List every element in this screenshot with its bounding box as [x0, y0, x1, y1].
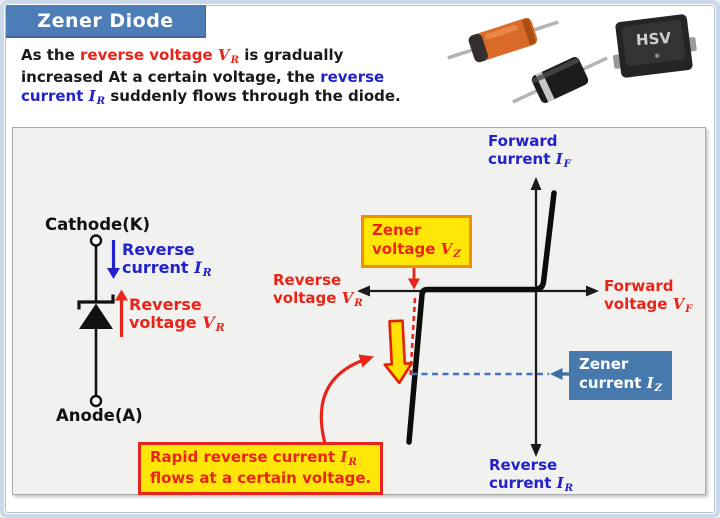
rapid-current-callout: Rapid reverse current IR flows at a cert…	[138, 442, 384, 495]
symbol-sub: R	[354, 296, 363, 309]
label-text: Reverse	[122, 240, 195, 259]
callout-text: Zener	[372, 221, 422, 239]
callout-text: current	[579, 374, 647, 392]
label-text: Forward	[604, 277, 674, 295]
label-text: current	[122, 258, 195, 277]
symbol-sub: Z	[654, 381, 663, 394]
symbol-vr: V	[217, 46, 230, 64]
reverse-current-arrow	[107, 240, 120, 279]
reverse-voltage-label: Reverse voltage VR	[129, 296, 225, 334]
symbol: V	[440, 240, 453, 258]
anode-label: Anode(A)	[56, 407, 143, 425]
intro-seg: increased At a certain voltage, the	[21, 67, 321, 86]
x-axis-left-arrowhead	[357, 285, 370, 297]
reverse-current-axis-label: Reverse current IR	[489, 456, 573, 494]
callout-text: flows at a certain voltage.	[150, 469, 372, 487]
zener-current-pointer-arrow	[550, 368, 570, 380]
zener-cathode-bar	[77, 294, 115, 310]
cathode-label: Cathode(K)	[45, 216, 150, 234]
breakdown-arrow	[383, 319, 414, 385]
symbol: I	[194, 258, 202, 277]
rapid-callout-arrow	[319, 354, 374, 445]
reverse-current-label: Reverse current IR	[122, 241, 212, 279]
intro-text: As the reverse voltage VR is gradually i…	[21, 46, 441, 109]
callout-text: Zener	[579, 355, 629, 373]
symbol: V	[672, 295, 685, 313]
intro-seg-reverse-voltage: reverse voltage	[80, 46, 218, 64]
x-axis-right-arrowhead	[586, 285, 599, 297]
symbol: I	[340, 448, 348, 466]
smd-marking-text: HSV	[635, 29, 672, 49]
zener-current-callout: Zener current IZ	[569, 351, 673, 400]
anode-terminal	[89, 394, 103, 408]
intro-seg: suddenly flows through the diode.	[105, 87, 401, 105]
reverse-voltage-arrow	[115, 289, 128, 337]
symbol-ir: I	[88, 87, 96, 105]
symbol-sub: R	[215, 320, 225, 334]
diode-triangle	[79, 303, 113, 329]
label-text: Reverse	[273, 271, 342, 289]
callout-text: voltage	[372, 240, 441, 258]
anode-text: Anode(A)	[56, 406, 143, 425]
y-axis-bottom-arrowhead	[530, 444, 542, 457]
intro-seg: is gradually	[239, 46, 344, 64]
intro-line-2: increased At a certain voltage, the reve…	[21, 68, 441, 88]
callout-text: Rapid reverse current	[150, 448, 341, 466]
intro-seg-current: current	[21, 87, 89, 105]
symbol: I	[555, 150, 563, 168]
forward-voltage-axis-label: Forward voltage VF	[604, 277, 693, 315]
intro-seg-reverse: reverse	[320, 67, 385, 86]
symbol: V	[341, 289, 354, 307]
diagram-art	[77, 177, 599, 457]
page-title: Zener Diode	[6, 5, 206, 38]
symbol-sub: R	[564, 481, 574, 494]
symbol: I	[556, 474, 564, 492]
intro-line-3: current IR suddenly flows through the di…	[21, 87, 441, 109]
orange-axial-diode-image	[447, 18, 559, 63]
symbol-sub: F	[563, 157, 571, 170]
zener-symbol	[77, 234, 115, 408]
cathode-terminal	[89, 234, 103, 247]
symbol-sub: F	[685, 302, 693, 315]
symbol: V	[202, 313, 215, 332]
diode-photos-art: HSV	[447, 14, 697, 104]
cathode-text: Cathode(K)	[45, 215, 151, 234]
symbol-sub: R	[202, 265, 212, 279]
zener-voltage-callout: Zener voltage VZ	[361, 215, 472, 268]
zener-voltage-pointer-arrow	[408, 267, 420, 290]
label-text: current	[489, 474, 557, 492]
label-text: Reverse	[129, 295, 202, 314]
y-axis-top-arrowhead	[530, 177, 542, 190]
label-text: Reverse	[489, 456, 558, 474]
intro-seg: As the	[21, 46, 81, 64]
diagram-panel: Cathode(K) Anode(A) Reverse current IR R…	[12, 127, 706, 495]
smd-diode-image: HSV	[613, 14, 697, 78]
forward-current-axis-label: Forward current IF	[488, 132, 571, 170]
label-text: voltage	[129, 313, 203, 332]
reverse-voltage-axis-label: Reverse voltage VR	[273, 271, 363, 309]
symbol-sub: R	[348, 455, 357, 468]
label-text: Forward	[488, 132, 558, 150]
symbol: I	[646, 374, 654, 392]
label-text: voltage	[604, 295, 673, 313]
diode-photos: HSV	[432, 2, 712, 122]
iv-curve	[406, 190, 557, 445]
black-axial-diode-image	[512, 56, 608, 104]
symbol-sub: Z	[453, 247, 461, 260]
intro-line-1: As the reverse voltage VR is gradually	[21, 46, 441, 68]
label-text: current	[488, 150, 556, 168]
label-text: voltage	[273, 289, 342, 307]
symbol-vr-sub: R	[230, 53, 240, 66]
symbol-ir-sub: R	[96, 94, 106, 107]
